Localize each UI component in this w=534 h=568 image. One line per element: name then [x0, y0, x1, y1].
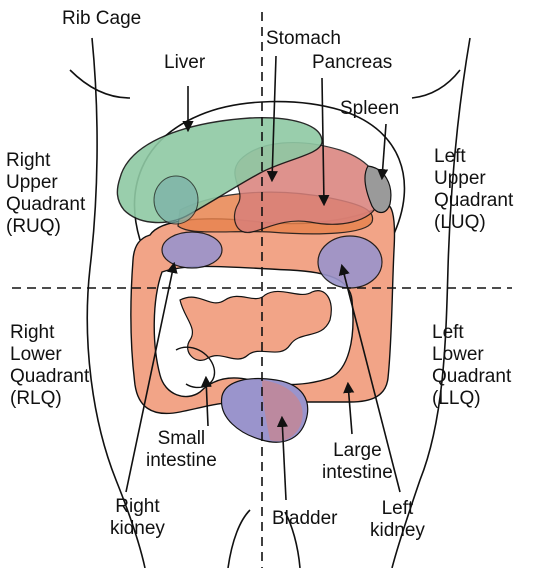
luq-line-4: (LUQ)	[434, 212, 513, 234]
gallbladder	[154, 176, 198, 224]
left-kidney-line-2: kidney	[370, 520, 425, 542]
large-intestine-line-1: Large	[322, 440, 393, 462]
small-intestine-line-2: intestine	[146, 450, 217, 472]
rlq-line-4: (RLQ)	[10, 388, 89, 410]
rib-cage-outline	[412, 70, 460, 98]
rib-cage-outline	[70, 70, 130, 98]
spleen-label: Spleen	[340, 98, 399, 120]
llq-label: Left Lower Quadrant (LLQ)	[432, 322, 511, 410]
llq-line-1: Left	[432, 322, 511, 344]
ruq-line-4: (RUQ)	[6, 216, 85, 238]
rlq-label: Right Lower Quadrant (RLQ)	[10, 322, 89, 410]
right-kidney-label: Right kidney	[110, 496, 165, 540]
ruq-label: Right Upper Quadrant (RUQ)	[6, 150, 85, 238]
ruq-line-3: Quadrant	[6, 194, 85, 216]
large-intestine-line-2: intestine	[322, 462, 393, 484]
liver-label: Liver	[164, 52, 205, 74]
llq-line-4: (LLQ)	[432, 388, 511, 410]
rlq-line-2: Lower	[10, 344, 89, 366]
bladder-label: Bladder	[272, 508, 338, 530]
luq-line-3: Quadrant	[434, 190, 513, 212]
right-kidney-line-1: Right	[110, 496, 165, 518]
large-intestine-label: Large intestine	[322, 440, 393, 484]
pancreas-label: Pancreas	[312, 52, 392, 74]
small-intestine-line-1: Small	[146, 428, 217, 450]
right-kidney-line-2: kidney	[110, 518, 165, 540]
rlq-line-3: Quadrant	[10, 366, 89, 388]
right-kidney	[162, 232, 222, 268]
stomach-label: Stomach	[266, 28, 341, 50]
luq-line-1: Left	[434, 146, 513, 168]
llq-line-3: Quadrant	[432, 366, 511, 388]
luq-label: Left Upper Quadrant (LUQ)	[434, 146, 513, 234]
luq-line-2: Upper	[434, 168, 513, 190]
llq-line-2: Lower	[432, 344, 511, 366]
rib-cage-label: Rib Cage	[62, 8, 141, 30]
ruq-line-1: Right	[6, 150, 85, 172]
left-kidney-line-1: Left	[370, 498, 425, 520]
small-intestine-label: Small intestine	[146, 428, 217, 472]
torso-outline-right	[392, 38, 470, 568]
spleen-pointer	[382, 124, 386, 178]
rlq-line-1: Right	[10, 322, 89, 344]
ruq-line-2: Upper	[6, 172, 85, 194]
leg-outline	[228, 510, 250, 568]
left-kidney-label: Left kidney	[370, 498, 425, 542]
left-kidney	[318, 236, 382, 288]
